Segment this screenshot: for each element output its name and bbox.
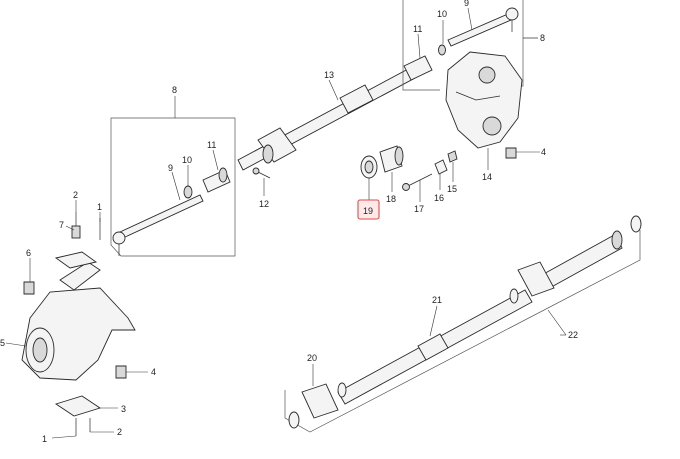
callout-3: 3 (121, 404, 126, 414)
callout-19: 19 (363, 206, 373, 216)
leader-13 (328, 79, 339, 101)
callout-4-left: 4 (151, 367, 156, 377)
main-tie-rod-collar (339, 84, 374, 114)
tie-rod-right (447, 13, 512, 47)
nut-4-right (505, 147, 517, 159)
housing-bore-bottom (482, 116, 502, 136)
highlight-box-19[interactable] (357, 199, 380, 220)
housing-rib (455, 91, 501, 101)
callout-16: 16 (434, 193, 444, 203)
bolt-7 (71, 225, 81, 239)
leader-1-lower (51, 435, 77, 439)
callout-1-upper: 1 (97, 202, 102, 212)
callout-15: 15 (447, 184, 457, 194)
knuckle-hub-bore (32, 337, 48, 363)
callout-11-right: 11 (413, 24, 422, 34)
end-seal-right (630, 215, 642, 233)
callout-10-left: 10 (182, 155, 192, 165)
callout-9-right: 9 (464, 0, 469, 8)
housing-bore-top (478, 66, 496, 84)
tie-rod-left (119, 194, 204, 239)
callout-labels: 8 9 10 11 12 13 11 10 9 8 4 14 15 16 17 … (0, 0, 578, 444)
callout-1-lower: 1 (42, 434, 47, 444)
drive-tube-22 (539, 233, 623, 291)
callout-20: 20 (307, 353, 317, 363)
bushing-18-end (394, 146, 404, 166)
leader-5 (5, 342, 27, 347)
nut-4-left (115, 365, 127, 379)
upper-king-pin-cap (59, 261, 101, 291)
callout-2-upper: 2 (73, 190, 78, 200)
nut-10-left (183, 185, 193, 199)
callout-18: 18 (386, 194, 396, 204)
leader-11-right (417, 33, 421, 59)
tie-rod-right-assembly (402, 0, 538, 159)
leader-lines (5, 7, 567, 439)
adjuster-11-left-thread (218, 167, 228, 183)
leader-11-left (212, 149, 219, 171)
adjuster-11-right (403, 55, 433, 81)
seal-19-inner (364, 160, 374, 174)
drive-tube-end (611, 230, 623, 250)
assembly-frame-right-left (402, 0, 440, 91)
steering-knuckle-left (21, 212, 136, 436)
callout-2-lower: 2 (117, 427, 122, 437)
callout-8-right: 8 (540, 33, 545, 43)
leader-21 (429, 305, 438, 337)
assembly-frame-left (110, 117, 236, 257)
small-parts-row (360, 145, 458, 191)
drive-flange-20 (301, 383, 339, 419)
callout-21: 21 (432, 295, 442, 305)
callout-11-left: 11 (207, 140, 216, 150)
rod-clamp-bore (262, 144, 274, 164)
callout-9-left: 9 (168, 163, 173, 173)
callout-8-left: 8 (172, 85, 177, 95)
callout-22: 22 (568, 330, 578, 340)
callout-5: 5 (0, 338, 5, 348)
callout-7: 7 (59, 220, 64, 230)
bolt-17-head (402, 183, 410, 191)
main-tie-rod-assembly (237, 55, 433, 179)
callout-12: 12 (259, 199, 269, 209)
nut-6 (23, 281, 35, 295)
drive-shaft-assembly (284, 215, 642, 433)
callout-13: 13 (324, 70, 334, 80)
nut-15 (447, 150, 458, 163)
leader-22-a (547, 309, 567, 336)
drive-flange-22 (517, 261, 555, 297)
bolt-12 (257, 171, 271, 179)
end-seal-left (288, 411, 300, 429)
steering-housing-14 (445, 51, 523, 149)
flange-seal-20 (337, 382, 347, 398)
callout-10-right: 10 (437, 9, 447, 19)
leader-7 (65, 225, 75, 231)
callout-17: 17 (414, 204, 424, 214)
cover-plate-3-lower (54, 395, 102, 417)
tie-rod-left-ball-end (112, 231, 126, 245)
leader-9-right (467, 7, 473, 31)
tie-rod-right-ball-end (505, 7, 519, 21)
bolt-12-head (252, 167, 260, 175)
drive-shaft-frame (284, 230, 641, 433)
leader-9-left (171, 171, 181, 201)
sleeve-16 (434, 159, 448, 175)
mid-seal (509, 288, 519, 304)
callout-6: 6 (26, 248, 31, 258)
cover-plate-upper (54, 251, 98, 269)
nut-10-right (438, 44, 446, 56)
callout-14: 14 (482, 172, 492, 182)
tie-rod-left-assembly (110, 117, 236, 257)
drive-shaft-collar (417, 333, 449, 361)
callout-4-right: 4 (541, 147, 546, 157)
